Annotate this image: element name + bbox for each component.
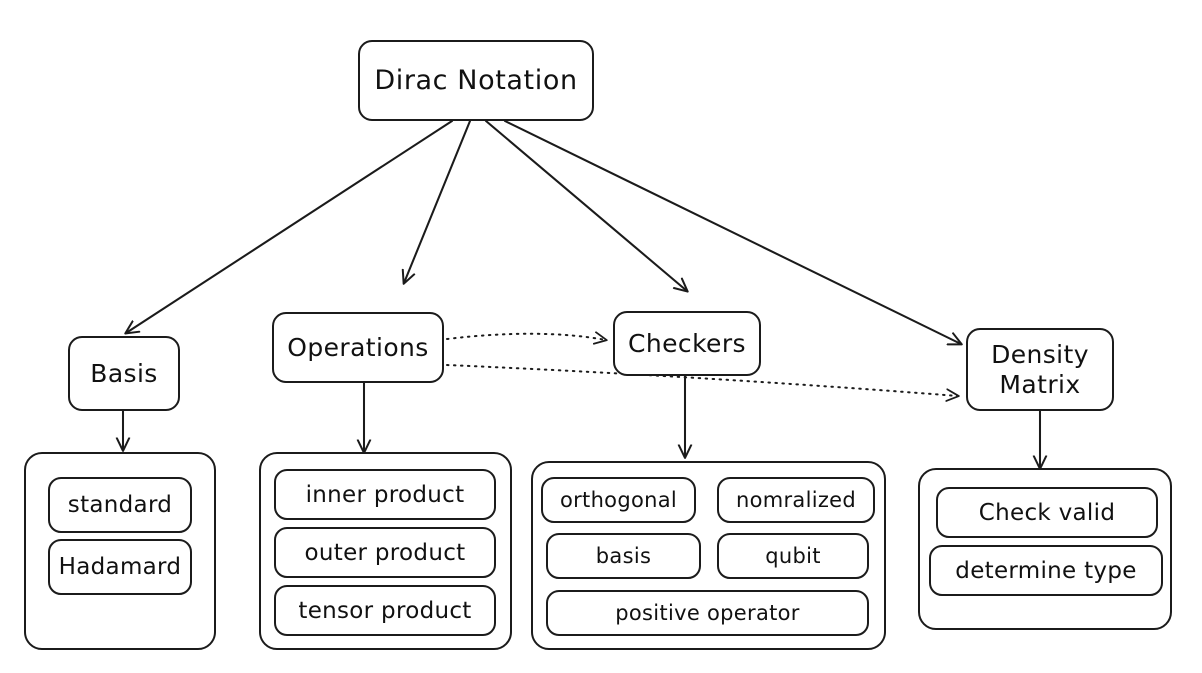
leaf-positive-operator[interactable]: positive operator <box>546 590 869 636</box>
leaf-positive-operator-label: positive operator <box>615 601 800 625</box>
leaf-inner-product-label: inner product <box>305 481 465 508</box>
node-basis-label: Basis <box>90 358 158 388</box>
leaf-standard[interactable]: standard <box>48 477 192 533</box>
leaf-determine-type[interactable]: determine type <box>929 545 1163 596</box>
leaf-outer-product[interactable]: outer product <box>274 527 496 578</box>
leaf-qubit[interactable]: qubit <box>717 533 869 579</box>
leaf-check-valid-label: Check valid <box>978 499 1116 526</box>
leaf-nomralized[interactable]: nomralized <box>717 477 875 523</box>
leaf-hadamard-label: Hadamard <box>58 554 182 580</box>
node-checkers[interactable]: Checkers <box>613 311 761 376</box>
leaf-qubit-label: qubit <box>765 544 821 568</box>
leaf-outer-product-label: outer product <box>304 539 466 566</box>
leaf-determine-type-label: determine type <box>955 557 1137 584</box>
leaf-check-valid[interactable]: Check valid <box>936 487 1158 538</box>
node-checkers-label: Checkers <box>628 328 746 358</box>
leaf-nomralized-label: nomralized <box>735 488 857 512</box>
node-density-matrix-label: Density Matrix <box>991 340 1089 399</box>
leaf-tensor-product[interactable]: tensor product <box>274 585 496 636</box>
edge-operations-to-checkers-dotted <box>446 334 606 340</box>
node-density-matrix[interactable]: Density Matrix <box>966 328 1114 411</box>
leaf-orthogonal[interactable]: orthogonal <box>541 477 696 523</box>
leaf-orthogonal-label: orthogonal <box>559 488 678 512</box>
leaf-basis-check[interactable]: basis <box>546 533 701 579</box>
node-operations-label: Operations <box>287 332 429 362</box>
leaf-basis-check-label: basis <box>595 544 652 568</box>
node-dirac-notation[interactable]: Dirac Notation <box>358 40 594 121</box>
leaf-hadamard[interactable]: Hadamard <box>48 539 192 595</box>
node-operations[interactable]: Operations <box>272 312 444 383</box>
leaf-standard-label: standard <box>67 492 173 518</box>
edge-root-to-basis <box>126 119 454 333</box>
edge-root-to-checkers <box>484 119 687 291</box>
node-dirac-notation-label: Dirac Notation <box>374 64 578 96</box>
leaf-tensor-product-label: tensor product <box>298 597 472 624</box>
edge-root-to-operations <box>404 119 472 283</box>
node-basis[interactable]: Basis <box>68 336 180 411</box>
leaf-inner-product[interactable]: inner product <box>274 469 496 520</box>
